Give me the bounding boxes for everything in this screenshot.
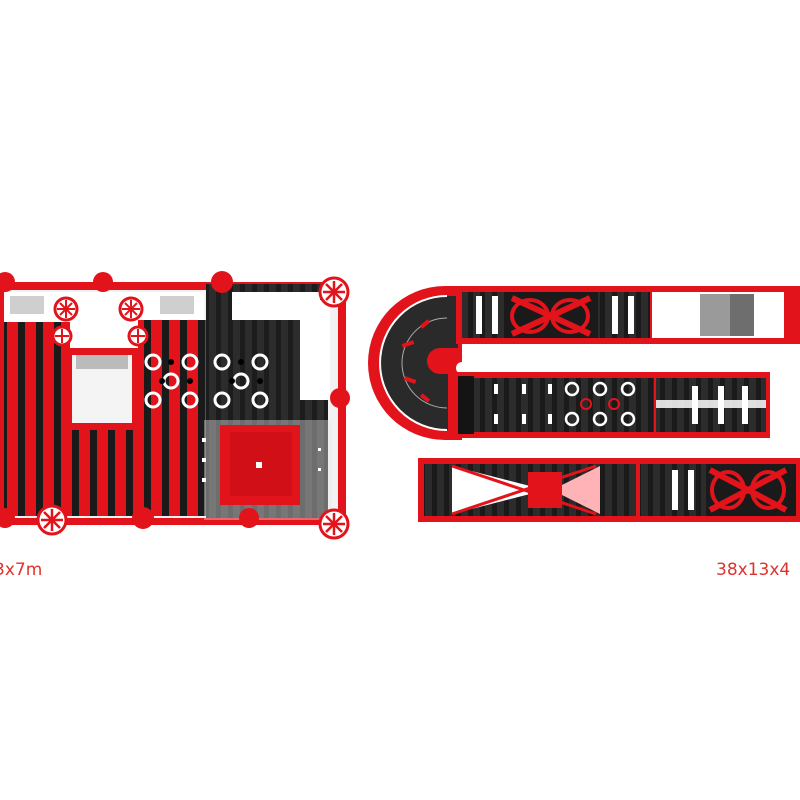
side-dots: [202, 438, 321, 482]
bottom-cross-obstacle: [706, 464, 792, 516]
right-side-platform: [300, 300, 330, 400]
pillar-dots: [159, 359, 263, 384]
candy-swirl-icons: [36, 276, 350, 540]
middle-lane-markers: [494, 384, 552, 424]
middle-ring-obstacles: [564, 381, 636, 427]
right-inflatable-course: [368, 286, 800, 522]
bottom-hourglass-slide: [451, 464, 600, 516]
top-lane-pillars: [476, 296, 634, 334]
middle-lane: [138, 320, 208, 516]
size-label-right: 38x13x4: [716, 560, 791, 580]
central-tower-shade: [76, 355, 128, 369]
corner-balls: [0, 271, 350, 529]
size-label-left: 3x7m: [0, 560, 43, 580]
bottom-lane-pillars: [672, 470, 694, 510]
ramp-left: [10, 296, 44, 314]
ramp-right: [160, 296, 194, 314]
u-turn-floor: [380, 296, 458, 430]
left-inflatable-course: [0, 271, 350, 540]
turn-red-bars: [401, 319, 431, 403]
top-cross-obstacle: [508, 292, 598, 338]
